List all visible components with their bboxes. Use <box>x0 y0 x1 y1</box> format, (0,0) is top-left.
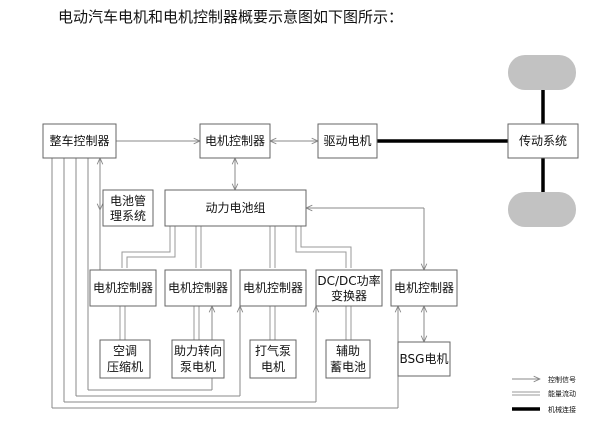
bms-box <box>102 189 154 227</box>
dcdc-label-line2: 变换器 <box>331 288 367 303</box>
steering-pump-box <box>171 339 225 379</box>
battery-label: 动力电池组 <box>205 201 265 215</box>
bsg-motor-box <box>397 341 451 377</box>
mcu-3-label: 电机控制器 <box>243 281 303 295</box>
caption: 电动汽车电机和电机控制器概要示意图如下图所示： <box>58 8 404 26</box>
legend: 控制信号 能量流动 机械连接 <box>512 375 576 414</box>
mcu-2-box <box>164 269 232 307</box>
mcu-5-label: 电机控制器 <box>394 281 454 295</box>
air-pump-label-line1: 打气泵 <box>255 343 291 358</box>
legend-control-label: 控制信号 <box>548 375 576 384</box>
ac-label-line1: 空调 <box>113 344 137 358</box>
bms-label-line1: 电池管 <box>110 193 146 208</box>
mcu-1-label: 电机控制器 <box>93 281 153 295</box>
top-mcu-label: 电机控制器 <box>205 134 265 148</box>
aux-battery-label-line2: 蓄电池 <box>330 360 366 374</box>
legend-mechanical-label: 机械连接 <box>548 405 576 414</box>
air-pump-box <box>249 339 297 379</box>
bms-label-line2: 理系统 <box>110 209 146 223</box>
mcu-5-box <box>390 269 458 307</box>
mcu-2-label: 电机控制器 <box>168 281 228 295</box>
ac-compressor-box <box>99 339 151 379</box>
energy-flow-lines <box>119 226 352 340</box>
ac-label-line2: 压缩机 <box>107 359 143 374</box>
transmission-box <box>507 123 579 159</box>
mechanical-links <box>377 90 545 192</box>
air-pump-label-line2: 电机 <box>261 360 285 374</box>
dcdc-label-line1: DC/DC功率 <box>317 273 380 288</box>
drive-motor-box <box>317 123 378 159</box>
wheel-bottom <box>508 192 576 227</box>
wheel-top <box>508 55 576 90</box>
transmission-label: 传动系统 <box>519 133 567 148</box>
legend-energy-label: 能量流动 <box>548 389 576 398</box>
steering-label-line1: 助力转向 <box>174 343 222 358</box>
battery-box <box>164 189 307 227</box>
control-lines <box>51 141 424 409</box>
aux-battery-label-line1: 辅助 <box>336 344 360 358</box>
aux-battery-box <box>325 339 371 379</box>
top-mcu-box <box>199 123 271 159</box>
vcu-label: 整车控制器 <box>49 133 109 148</box>
bsg-label: BSG电机 <box>400 352 449 366</box>
mcu-3-box <box>239 269 307 307</box>
vcu-box <box>42 123 117 159</box>
steering-label-line2: 泵电机 <box>180 360 216 374</box>
dcdc-box <box>315 269 383 307</box>
drive-motor-label: 驱动电机 <box>323 134 371 148</box>
mcu-1-box <box>89 269 157 307</box>
